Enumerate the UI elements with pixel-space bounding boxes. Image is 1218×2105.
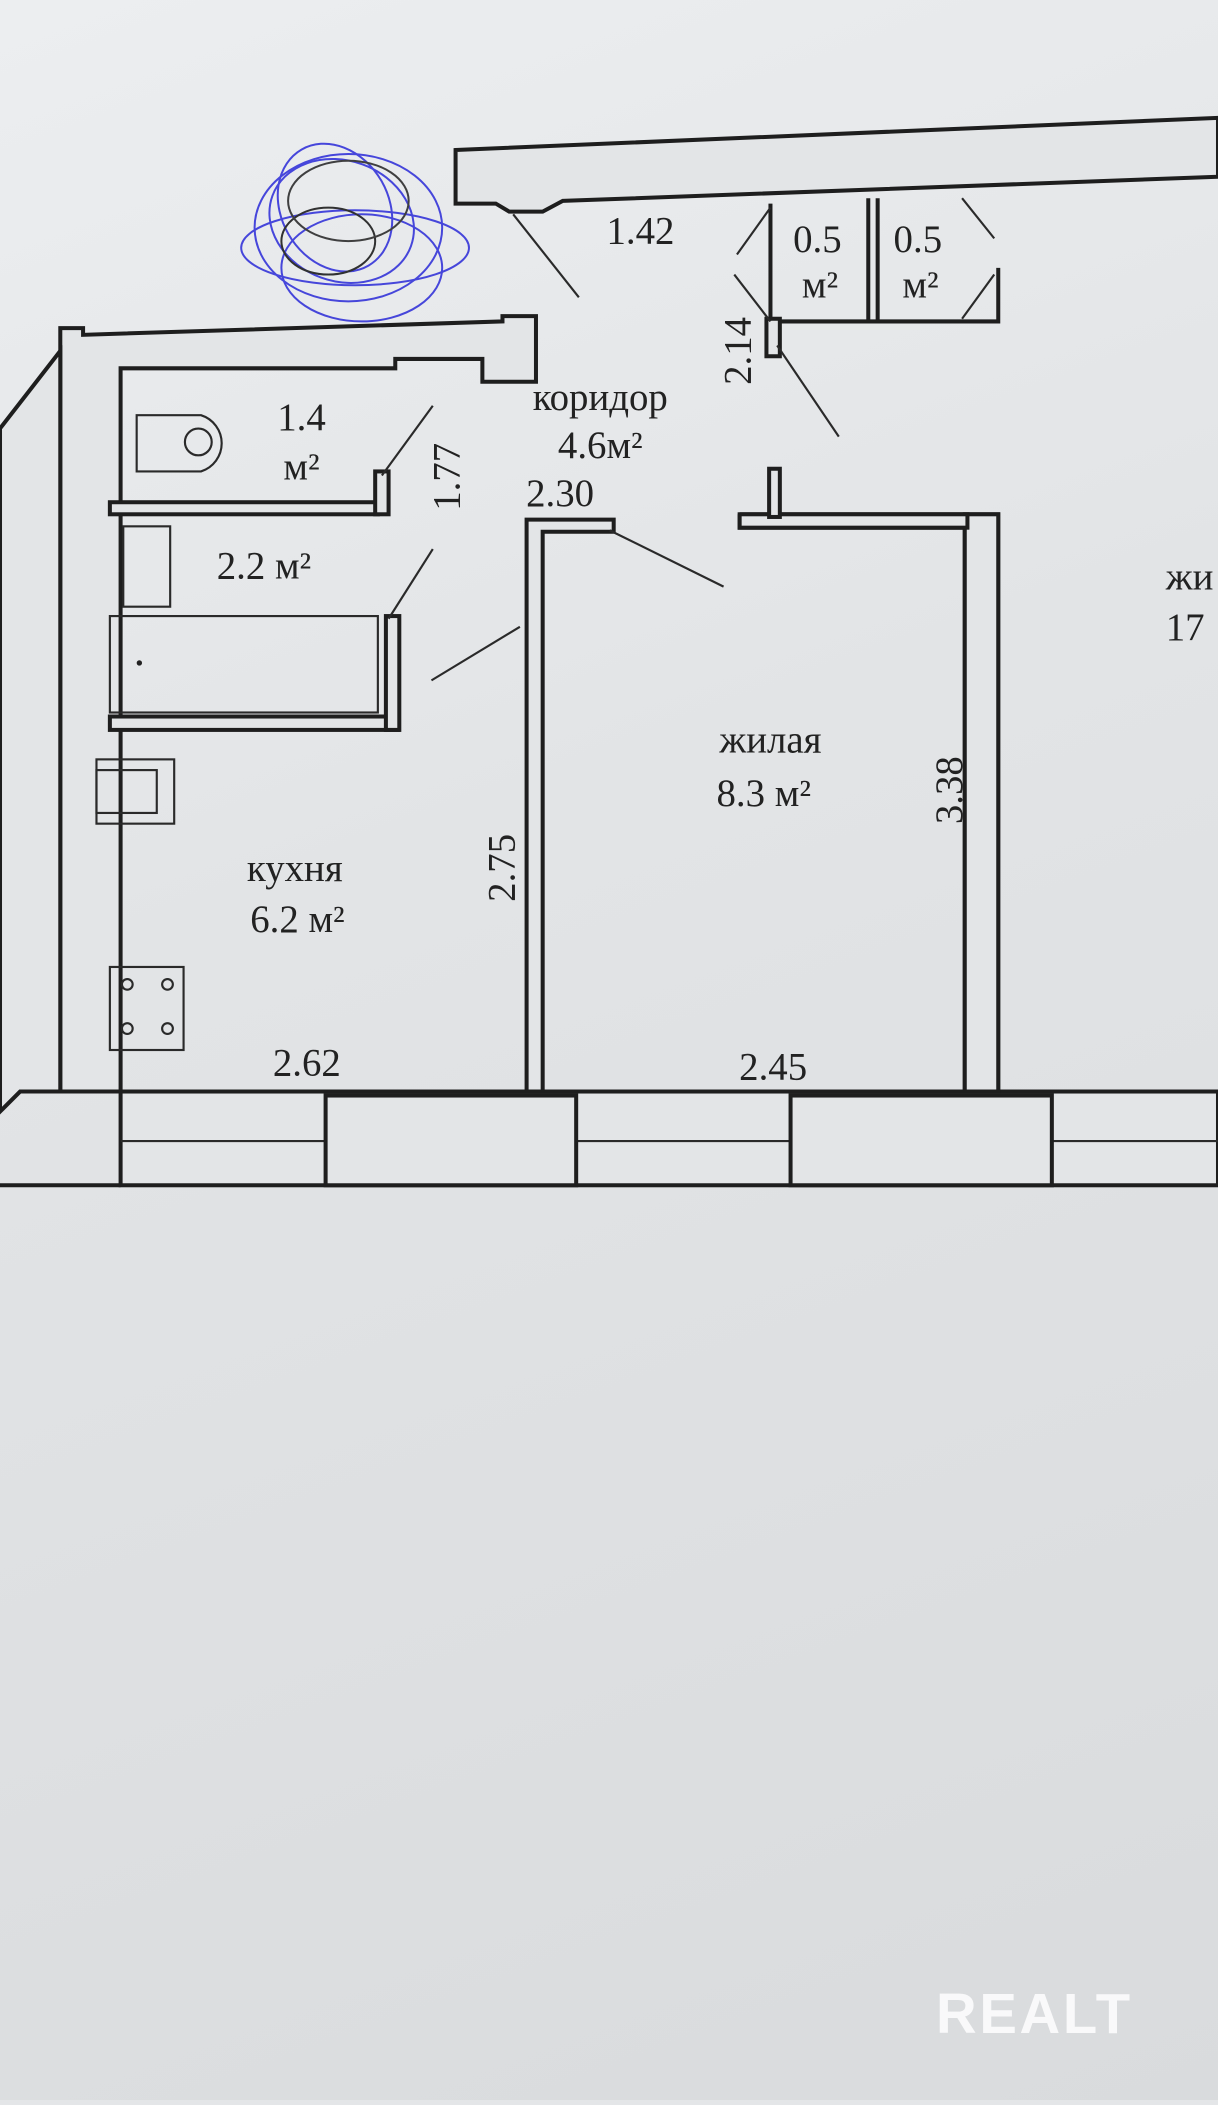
watermark-logo: REALT [936, 1982, 1133, 2045]
bathroom-area: 2.2 м² [217, 545, 311, 588]
living-left-wall [524, 517, 616, 1094]
window-kitchen [323, 1093, 579, 1188]
toilet-partition [107, 500, 380, 517]
bathtub-fixture [108, 615, 379, 714]
dimension-label: 2.14 [716, 317, 759, 385]
toilet-area-unit: м² [283, 445, 319, 488]
door-swings [381, 197, 996, 682]
toilet-area-value: 1.4 [277, 396, 326, 439]
kitchen-area: 6.2 м² [250, 898, 344, 941]
scribble-mark [240, 142, 470, 323]
closets [768, 198, 1001, 324]
dimension-label: 1.77 [426, 443, 469, 511]
left-outer-wall [0, 345, 63, 1115]
walls [0, 115, 1218, 1188]
closet-1-area-unit: м² [802, 263, 838, 306]
dimension-labels: 1.42 2.14 1.77 2.30 2.75 3.38 2.62 2.45 [273, 210, 971, 1089]
living-area: 8.3 м² [717, 772, 811, 815]
closet-2-area-value: 0.5 [894, 218, 943, 261]
room-labels: коридор 4.6м² жилая 8.3 м² кухня 6.2 м² … [217, 218, 1214, 941]
dimension-label: 2.62 [273, 1041, 341, 1084]
stove-icon [108, 965, 185, 1052]
toilet-fixture [135, 414, 223, 473]
closet-1-area-value: 0.5 [793, 218, 842, 261]
sink-fixture [122, 525, 172, 608]
living-name: жилая [718, 719, 821, 762]
corridor-name: коридор [533, 376, 668, 419]
fixtures [95, 414, 379, 1052]
neighbor-room-area: 17 [1166, 606, 1205, 649]
corridor-area: 4.6м² [558, 424, 643, 467]
dimension-label: 2.75 [481, 834, 524, 902]
kitchen-name: кухня [247, 847, 343, 890]
dimension-label: 2.30 [526, 472, 594, 515]
top-wall [453, 115, 1218, 214]
closet-2-area-unit: м² [902, 263, 938, 306]
dimension-label: 1.42 [607, 210, 675, 253]
bath-partition [107, 714, 400, 732]
dimension-label: 3.38 [928, 756, 971, 824]
neighbor-room-name: жи [1165, 555, 1214, 598]
dimension-label: 2.45 [739, 1045, 807, 1088]
window-living [788, 1093, 1054, 1188]
